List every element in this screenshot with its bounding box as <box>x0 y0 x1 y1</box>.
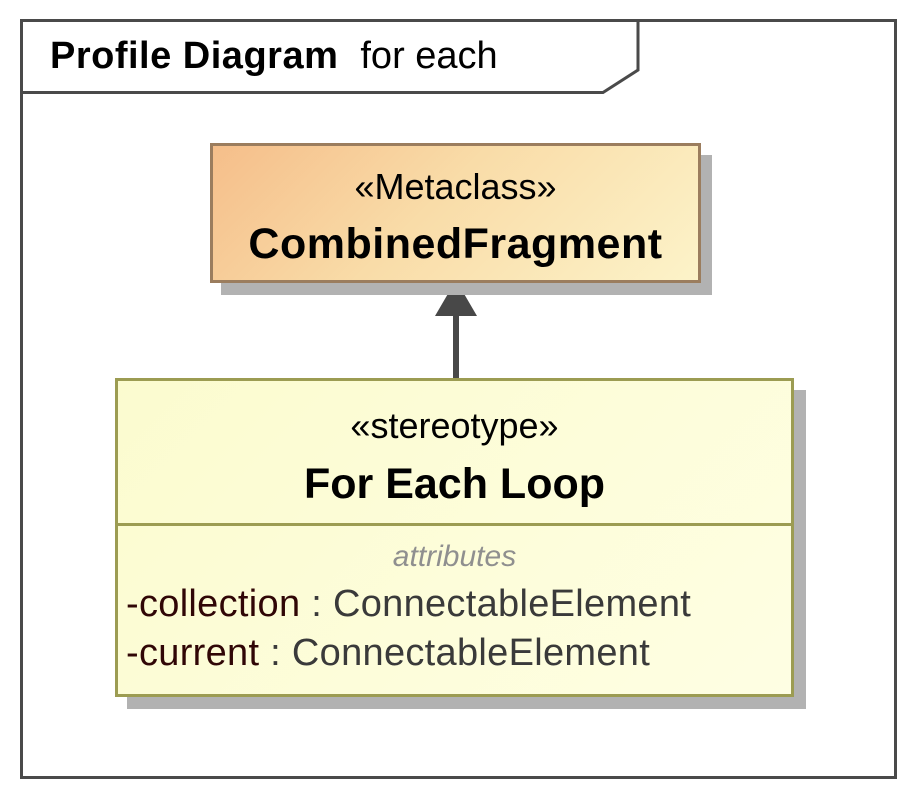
attribute-row-collection: -collection : ConnectableElement <box>126 580 783 629</box>
stereotype-attributes-compartment: attributes -collection : ConnectableElem… <box>118 526 791 694</box>
attribute-row-current: -current : ConnectableElement <box>126 629 783 678</box>
attribute-type: ConnectableElement <box>332 583 692 625</box>
stereotype-kind-label: «stereotype» <box>350 405 559 446</box>
metaclass-node[interactable]: «Metaclass» CombinedFragment <box>210 143 701 283</box>
stereotype-name: For Each Loop <box>304 460 605 508</box>
attribute-separator: : <box>259 632 292 674</box>
diagram-type-label: Profile Diagram <box>50 34 339 77</box>
stereotype-name-compartment: «stereotype» For Each Loop <box>118 381 791 526</box>
diagram-name-label: for each <box>360 34 498 77</box>
attribute-separator: : <box>300 583 333 625</box>
metaclass-kind-label: «Metaclass» <box>354 166 557 207</box>
stereotype-node[interactable]: «stereotype» For Each Loop attributes -c… <box>115 378 794 697</box>
frame-title-tab <box>20 19 640 94</box>
extension-arrowhead-icon <box>435 280 477 316</box>
attributes-header: attributes <box>392 540 517 573</box>
attribute-name: -current <box>126 632 260 674</box>
attribute-type: ConnectableElement <box>291 632 651 674</box>
attribute-name: -collection <box>126 583 301 625</box>
metaclass-name: CombinedFragment <box>248 220 663 268</box>
diagram-title: Profile Diagram for each <box>50 19 498 93</box>
